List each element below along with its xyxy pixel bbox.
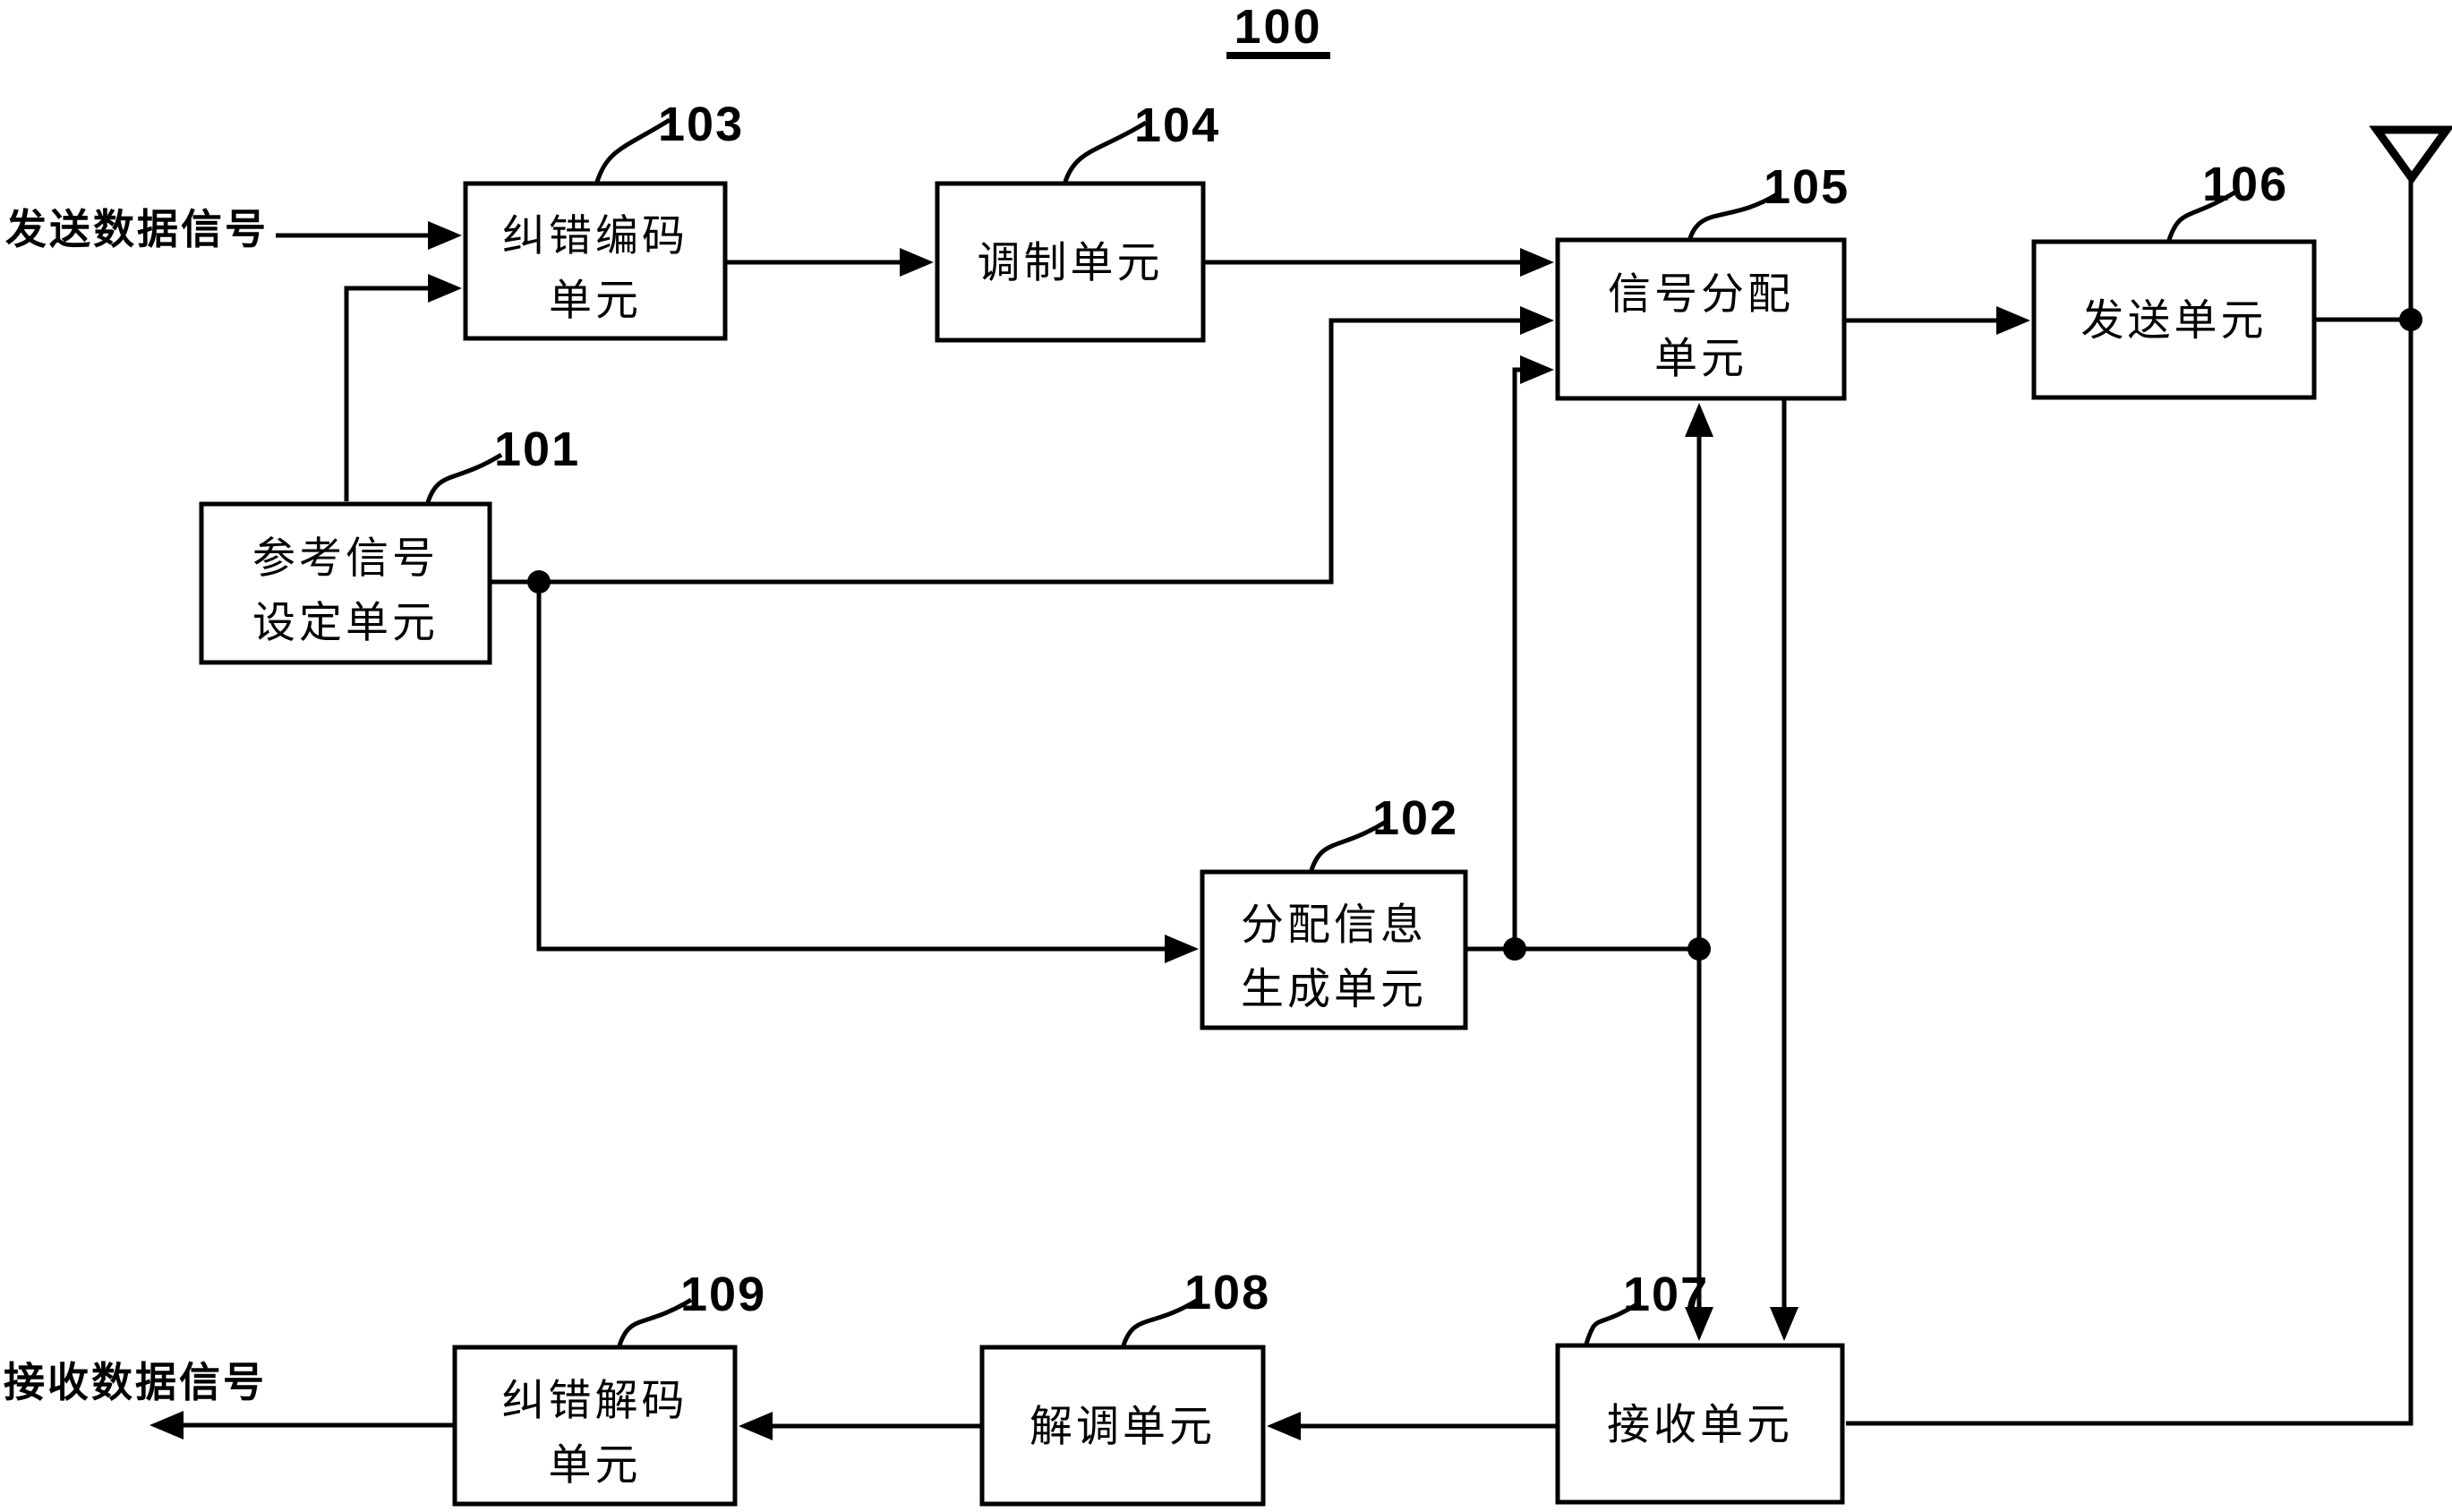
connection-bus-to-105-side [1512,367,1527,949]
block-transmission-unit-label: 发送单元 [2080,297,2267,345]
arrowhead-101-to-105 [1520,306,1554,335]
leader-103 [594,117,671,183]
junction-dot [2399,308,2422,331]
arrowhead-105-to-106 [1996,306,2030,335]
ref-number-107: 107 [1623,1268,1709,1321]
arrowhead-bus-to-107 [1685,1307,1713,1341]
connection-101-to-105 [491,318,1527,585]
ref-number-109: 109 [680,1268,766,1321]
arrowhead-105-to-107 [1770,1307,1798,1341]
leader-108 [1121,1297,1200,1346]
block-reception-unit [1555,1343,1845,1505]
arrowhead-107-to-108 [1267,1412,1301,1440]
ref-number-102: 102 [1372,791,1458,845]
block-allocation-info-generation-unit [1200,869,1468,1030]
ref-number-108: 108 [1184,1266,1270,1320]
arrowhead-input-to-103 [428,221,462,250]
ref-number-104: 104 [1134,98,1220,152]
block-error-correction-coding-unit-label: 纠错编码单元 [502,213,688,325]
arrowhead-101-to-103 [428,274,462,303]
ref-number-103: 103 [658,98,744,151]
leader-102 [1309,819,1388,871]
block-error-correction-decoding-unit-label: 纠错解码单元 [501,1378,688,1490]
leader-104 [1063,120,1148,183]
leader-101 [425,452,503,503]
block-modulation-unit [935,181,1206,343]
block-error-correction-coding-unit [463,181,728,341]
arrowhead-108-to-109 [739,1412,773,1440]
block-error-correction-decoding-unit [452,1345,738,1507]
leader-107 [1584,1300,1642,1345]
figure-number: 100 [1234,0,1322,54]
leader-106 [2166,189,2238,241]
output-signal-label: 接收数据信号 [4,1359,267,1405]
arrowhead-109-to-output [150,1411,184,1439]
block-signal-allocation-unit-label: 信号分配单元 [1608,271,1794,383]
connection-101-to-103 [344,286,435,501]
block-reception-unit-label: 接收单元 [1607,1402,1793,1449]
block-signal-allocation-unit [1555,237,1847,401]
block-modulation-unit-label: 调制单元 [977,240,1163,287]
connection-101-to-102 [536,582,1172,952]
block-reference-signal-setting-unit-label: 参考信号设定单元 [252,535,439,647]
arrowhead-103-to-104 [900,248,934,277]
arrowhead-bus-to-105-side [1520,355,1554,384]
block-transmission-unit [2031,239,2317,400]
junction-dot [527,570,551,594]
block-reference-signal-setting-unit [199,501,492,665]
arrowhead-104-to-105 [1520,248,1554,277]
junction-dot [1687,937,1711,961]
connection-antenna-to-107 [1846,178,2414,1426]
junction-dot [1503,937,1526,961]
block-demodulation-unit [979,1345,1266,1507]
block-demodulation-unit-label: 解调单元 [1029,1404,1216,1451]
leader-105 [1687,192,1779,239]
block-allocation-info-generation-unit-label: 分配信息生成单元 [1241,901,1427,1013]
arrowhead-101-to-102 [1165,935,1199,963]
ref-number-101: 101 [494,423,580,476]
leader-109 [617,1297,693,1346]
ref-number-105: 105 [1764,160,1850,214]
arrowhead-bus-to-105-bottom [1685,403,1713,437]
input-signal-label: 发送数据信号 [5,206,269,252]
antenna-icon [2369,125,2452,185]
